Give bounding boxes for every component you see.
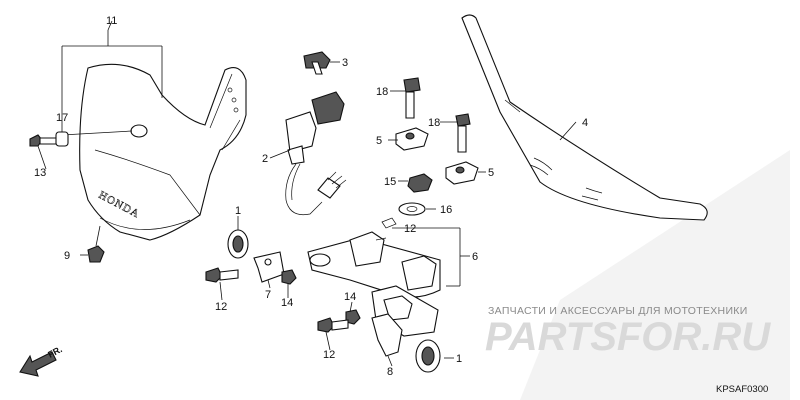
watermark-logo: PARTSFOR.RU	[485, 315, 771, 359]
callout-12-left: 12	[215, 301, 227, 313]
grommet-1-top	[227, 229, 249, 259]
callout-1-bottom: 1	[456, 353, 462, 365]
callout-14-left: 14	[281, 297, 293, 309]
callout-6: 6	[472, 251, 478, 263]
leader-lines	[37, 20, 577, 367]
callout-5-right: 5	[488, 167, 494, 179]
callout-2: 2	[262, 153, 268, 165]
bolt-13	[29, 134, 59, 147]
callout-14-lower: 14	[344, 291, 356, 303]
callout-12-lower: 12	[323, 349, 335, 361]
handlebar-4	[461, 14, 708, 221]
callout-5-left: 5	[376, 135, 382, 147]
callout-17: 17	[56, 112, 68, 124]
callout-1-top: 1	[235, 205, 241, 217]
key-3	[303, 51, 331, 75]
callout-7-bracket	[61, 30, 163, 140]
nut-14-left	[281, 269, 297, 285]
callout-10: 9	[64, 250, 70, 262]
callout-8: 7	[265, 289, 271, 301]
watermark-dots	[520, 150, 790, 400]
washer-16	[398, 202, 426, 216]
callout-13: 13	[34, 167, 46, 179]
diagram-code: KPSAF0300	[716, 384, 768, 395]
upper-holder-5-left	[395, 127, 429, 151]
bolt-12-lower	[317, 317, 349, 333]
bolt-18-right	[455, 113, 471, 153]
headlight-cover: HONDA	[79, 63, 247, 241]
callout-18-upper: 18	[376, 86, 388, 98]
callout-18-right: 18	[428, 117, 440, 129]
callout-4: 4	[582, 117, 588, 129]
upper-holder-5-right	[445, 161, 479, 185]
callout-numbers: 11 17 13 9 3 2 18 5 18 5 15 16 4 12 6 1 …	[34, 15, 588, 378]
grommet-1-bottom	[415, 339, 441, 373]
watermark-caption: ЗАПЧАСТИ И АКСЕССУАРЫ ДЛЯ МОТОТЕХНИКИ	[488, 305, 748, 317]
stay-8	[253, 251, 285, 283]
nut-15	[407, 173, 433, 193]
callout-15: 15	[384, 176, 396, 188]
front-arrow: FR.	[19, 344, 64, 377]
front-label: FR.	[46, 344, 63, 360]
nut-10	[87, 225, 105, 263]
callout-16: 16	[440, 204, 452, 216]
callout-9: 8	[387, 366, 393, 378]
callout-6-bracket	[392, 227, 470, 287]
bolt-12-left	[205, 267, 239, 283]
callout-11: 12	[404, 223, 416, 235]
bolt-18-upper	[403, 77, 421, 119]
callout-7: 11	[106, 15, 117, 27]
ignition-switch-2	[285, 91, 347, 216]
collar-17	[55, 131, 69, 147]
callout-3: 3	[342, 57, 348, 69]
stay-9	[371, 313, 403, 357]
